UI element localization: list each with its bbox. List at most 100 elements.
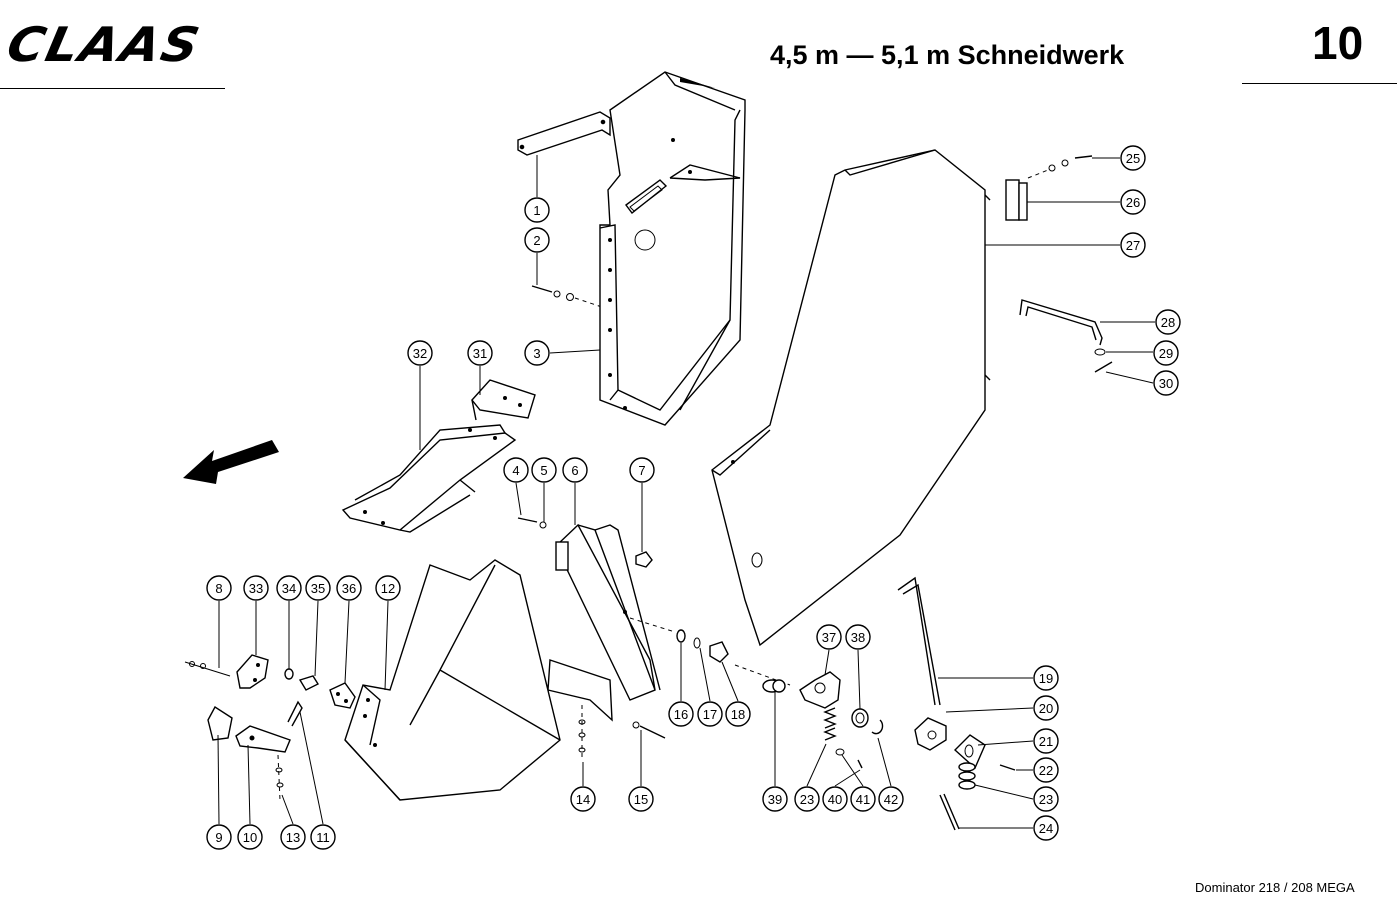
callout-10: 10 [237, 824, 263, 850]
callout-15: 15 [628, 786, 654, 812]
callout-31: 31 [467, 340, 493, 366]
part-42-circlip [871, 719, 884, 735]
part-39-bushing [762, 679, 786, 693]
svg-text:29: 29 [1159, 346, 1173, 361]
svg-text:8: 8 [215, 581, 222, 596]
part-22-pin [999, 764, 1016, 771]
part-10-latch [235, 725, 291, 753]
svg-text:28: 28 [1161, 315, 1175, 330]
callout-27: 27 [1120, 232, 1146, 258]
part-17-washer [693, 637, 701, 649]
svg-text:12: 12 [381, 581, 395, 596]
part-6-upright [544, 523, 661, 722]
svg-text:7: 7 [638, 463, 645, 478]
part-26-hinge [1005, 179, 1120, 221]
callout-13: 13 [280, 824, 306, 850]
svg-text:2: 2 [533, 233, 540, 248]
svg-text:18: 18 [731, 707, 745, 722]
svg-text:14: 14 [576, 792, 590, 807]
part-21-plate [953, 734, 986, 770]
callout-41: 41 [850, 786, 876, 812]
callout-19: 19 [1033, 665, 1059, 691]
svg-text:16: 16 [674, 707, 688, 722]
part-12-cover [344, 559, 561, 801]
svg-text:26: 26 [1126, 195, 1140, 210]
callout-6: 6 [562, 457, 588, 483]
part-35-nut [298, 675, 320, 691]
callout-28: 28 [1155, 309, 1181, 335]
svg-text:37: 37 [822, 630, 836, 645]
callout-34: 34 [276, 575, 302, 601]
part-25-bolt [1027, 155, 1120, 179]
callout-14: 14 [570, 786, 596, 812]
callout-20: 20 [1033, 695, 1059, 721]
part-41-washer [835, 748, 845, 756]
part-3-shield [599, 71, 746, 426]
svg-text:27: 27 [1126, 238, 1140, 253]
header-rule-left [0, 88, 225, 89]
callout-33: 33 [243, 575, 269, 601]
callout-39: 39 [762, 786, 788, 812]
svg-text:30: 30 [1159, 376, 1173, 391]
callout-36: 36 [336, 575, 362, 601]
part-23-spring-right [958, 762, 976, 790]
callout-29: 29 [1153, 340, 1179, 366]
svg-text:15: 15 [634, 792, 648, 807]
callout-8: 8 [206, 575, 232, 601]
part-19-rod [897, 576, 941, 706]
part-4-bolt [517, 517, 538, 523]
part-8-bolt [184, 661, 231, 677]
part-13-bolt [275, 754, 284, 801]
svg-text:36: 36 [342, 581, 356, 596]
page-number: 10 [1312, 17, 1364, 69]
part-15-bolt [632, 721, 666, 739]
callout-26: 26 [1120, 189, 1146, 215]
part-38-ring [851, 708, 869, 728]
callout-4: 4 [503, 457, 529, 483]
part-9-bracket [207, 706, 233, 741]
callout-9: 9 [206, 824, 232, 850]
svg-text:4: 4 [512, 463, 519, 478]
svg-text:9: 9 [215, 830, 222, 845]
svg-text:3: 3 [533, 346, 540, 361]
part-37-lever [799, 671, 841, 709]
callout-25: 25 [1120, 145, 1146, 171]
callout-3: 3 [524, 340, 550, 366]
part-32-skid [341, 424, 517, 533]
svg-text:24: 24 [1039, 821, 1053, 836]
part-24-pin [939, 793, 960, 831]
callout-18: 18 [725, 701, 751, 727]
callout-23-right: 23 [1033, 786, 1059, 812]
svg-text:23: 23 [800, 792, 814, 807]
footer-model: Dominator 218 / 208 MEGA [1195, 880, 1355, 895]
callout-24: 24 [1033, 815, 1059, 841]
part-34-washer [284, 668, 294, 680]
part-1-bracket [517, 111, 611, 156]
part-11-pin [287, 700, 303, 727]
page-title: 4,5 m — 5,1 m Schneidwerk [770, 40, 1125, 70]
callout-32: 32 [407, 340, 433, 366]
callout-5: 5 [531, 457, 557, 483]
svg-text:10: 10 [243, 830, 257, 845]
svg-text:20: 20 [1039, 701, 1053, 716]
part-2-bolt [531, 285, 606, 309]
svg-text:21: 21 [1039, 734, 1053, 749]
svg-text:19: 19 [1039, 671, 1053, 686]
svg-text:42: 42 [884, 792, 898, 807]
svg-text:31: 31 [473, 346, 487, 361]
svg-text:32: 32 [413, 346, 427, 361]
callout-7: 7 [629, 457, 655, 483]
part-36-plate [329, 682, 356, 709]
direction-arrow [183, 440, 279, 484]
part-33-bracket [236, 654, 269, 689]
svg-text:34: 34 [282, 581, 296, 596]
callouts: 1 2 3 4 5 6 7 8 9 10 11 12 13 14 15 16 1… [206, 145, 1181, 850]
svg-text:1: 1 [533, 203, 540, 218]
svg-text:5: 5 [540, 463, 547, 478]
svg-text:22: 22 [1039, 763, 1053, 778]
svg-text:11: 11 [316, 830, 330, 845]
callout-2: 2 [524, 227, 550, 253]
svg-text:6: 6 [571, 463, 578, 478]
svg-text:40: 40 [828, 792, 842, 807]
